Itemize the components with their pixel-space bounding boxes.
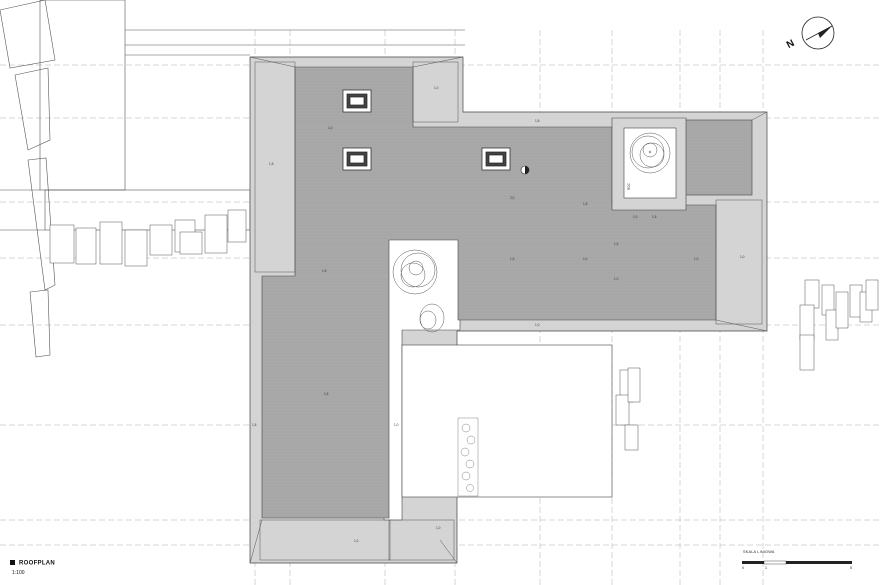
slope-labels: 1,0 1,5 1,0 2,0 1,5 1,0 1,5 1,5 1,0 1,0 …	[252, 86, 745, 543]
north-arrow-icon: N	[785, 16, 835, 51]
slope-label: 1,5	[510, 257, 515, 261]
courtyard-opening	[611, 117, 687, 211]
drawing-scale: 1:100	[12, 570, 25, 576]
slope-label: 1,5	[252, 423, 257, 427]
skylights	[342, 89, 511, 171]
slope-label: 1,5	[583, 202, 588, 206]
slope-label: 1,0	[535, 323, 540, 327]
slope-label: 1,5	[324, 392, 329, 396]
slope-label: 1,0	[354, 539, 359, 543]
slope-label: 1,0	[614, 277, 619, 281]
neighbour-buildings	[0, 0, 465, 358]
tree-inner-garden	[392, 249, 445, 333]
room-label: RDC	[627, 182, 631, 190]
slope-label: 1,0	[740, 255, 745, 259]
roof-planes	[261, 66, 753, 519]
scalebar-tick: 0	[742, 566, 744, 570]
slope-label: 1,0	[583, 257, 588, 261]
slope-label: 1,5	[535, 119, 540, 123]
slope-label: 1,5	[269, 162, 274, 166]
slope-label: 1,5	[614, 242, 619, 246]
scale-bar	[742, 560, 852, 565]
roof-hatch	[263, 69, 751, 517]
slope-label: 1,0	[694, 257, 699, 261]
slope-label: 2,0	[510, 196, 515, 200]
drawing-title-text: ROOFPLAN	[19, 560, 56, 567]
slope-label: 1,0	[328, 126, 333, 130]
stepping-stones-west	[49, 209, 247, 267]
scalebar-label: SKALA LINIOWA	[743, 550, 775, 554]
slope-label: 1,0	[434, 86, 439, 90]
roof-drain-icon	[520, 165, 530, 175]
slope-label: 1,0	[394, 423, 399, 427]
slope-label: 1,0	[633, 215, 638, 219]
stepping-stones-east	[615, 279, 879, 451]
scalebar-tick: 1	[765, 566, 767, 570]
north-label: N	[785, 38, 797, 51]
drawing-title: ROOFPLAN	[10, 560, 55, 567]
slope-label: 1,5	[652, 215, 657, 219]
shrubs	[457, 417, 479, 497]
slope-label: 1,0	[436, 526, 441, 530]
title-square-icon	[10, 560, 15, 565]
scalebar-tick: 5	[850, 566, 852, 570]
tree-courtyard	[629, 132, 671, 174]
garden-area	[401, 344, 613, 498]
slope-label: 1,5	[322, 269, 327, 273]
roof-edge-bands	[249, 56, 768, 564]
